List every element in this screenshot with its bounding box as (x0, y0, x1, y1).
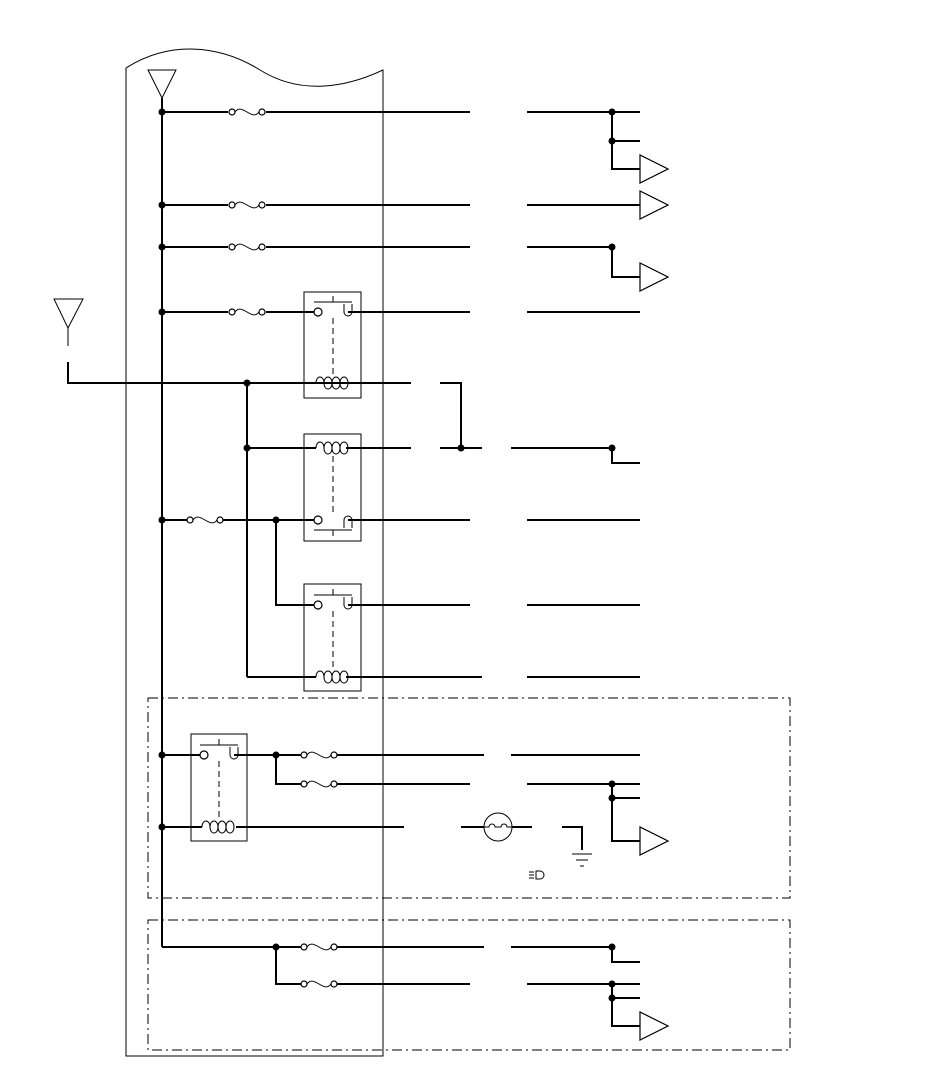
fuse-icon-7 (300, 780, 338, 788)
option-region-1 (147, 697, 791, 899)
connector-icon-2 (639, 190, 670, 220)
lamp-icon (483, 812, 513, 842)
fuse-icon-6 (300, 751, 338, 759)
connector-icon-4 (639, 826, 670, 856)
fuse-icon-2 (228, 201, 266, 209)
relay-icon-4 (190, 733, 248, 842)
fuse-icon-8 (300, 943, 338, 951)
fuse-box-outline (125, 48, 384, 1057)
circuit-9 (162, 754, 640, 785)
circuit-13 (336, 983, 640, 1027)
connector-icon-1 (639, 154, 670, 184)
fuse-icon-9 (300, 980, 338, 988)
power-source-icon (147, 69, 177, 112)
ground-icon (572, 853, 592, 867)
circuit-1 (162, 111, 640, 170)
jumper-wire (440, 382, 462, 448)
relay-icon-1 (303, 291, 362, 399)
relay-icon-3 (303, 583, 362, 692)
circuit-10 (336, 783, 640, 842)
connector-icon-5 (639, 1011, 670, 1041)
junction-dots (158, 108, 616, 1002)
circuit-6 (162, 519, 640, 606)
fuse-icon-3 (228, 243, 266, 251)
circuit-11 (162, 826, 583, 850)
circuit-5 (247, 447, 640, 464)
circuit-12 (162, 946, 640, 985)
circuit-3 (162, 246, 640, 278)
ignition-feed-wire (67, 362, 411, 384)
fuse-icon-1 (228, 108, 266, 116)
headlamp-icon (529, 870, 545, 880)
connector-icon-3 (639, 262, 670, 292)
fuse-icon-4 (228, 308, 266, 316)
option-region-2 (147, 919, 791, 1051)
relay-icon-2 (303, 433, 362, 542)
fuse-icon-5 (186, 516, 224, 524)
power-source-left-icon (53, 298, 84, 346)
